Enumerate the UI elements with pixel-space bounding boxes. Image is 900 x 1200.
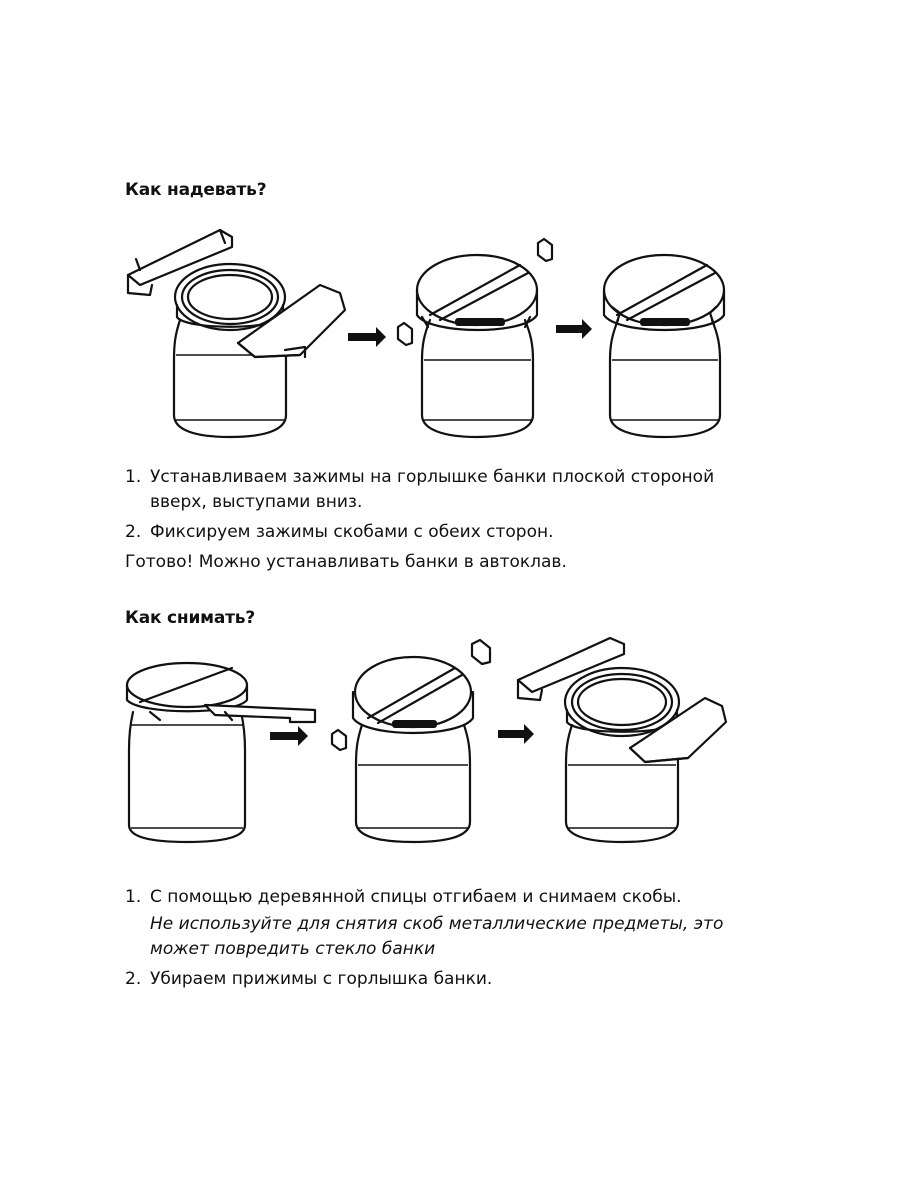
jar-open-clamps-icon <box>516 636 728 844</box>
list-item: 1. Устанавливаем зажимы на горлышке банк… <box>125 465 765 515</box>
arrow-right-icon <box>270 726 308 746</box>
staple-clip-icon <box>470 638 492 666</box>
staple-clip-icon <box>396 321 414 347</box>
step-text: Фиксируем зажимы скобами с обеих сторон. <box>150 522 554 542</box>
put-on-steps: 1. Устанавливаем зажимы на горлышке банк… <box>125 465 765 575</box>
step-text: Устанавливаем зажимы на горлышке банки п… <box>150 467 715 512</box>
put-on-illustration <box>126 228 726 439</box>
list-item: 1. С помощью деревянной спицы отгибаем и… <box>125 885 765 962</box>
arrow-right-icon <box>348 327 386 347</box>
step-number: 2. <box>125 969 142 989</box>
jar-open-clamps-icon <box>126 228 347 439</box>
step-text: С помощью деревянной спицы отгибаем и сн… <box>150 887 682 907</box>
final-note: Готово! Можно устанавливать банки в авто… <box>125 552 567 572</box>
step-text: Убираем прижимы с горлышка банки. <box>150 969 493 989</box>
heading-take-off: Как снимать? <box>125 608 255 628</box>
warning-note: Не используйте для снятия скоб металличе… <box>150 914 724 959</box>
take-off-illustration <box>125 636 728 844</box>
list-item: 2. Убираем прижимы с горлышка банки. <box>125 967 765 992</box>
staple-clip-icon <box>536 237 554 263</box>
list-item: 2. Фиксируем зажимы скобами с обеих стор… <box>125 520 765 545</box>
take-off-steps: 1. С помощью деревянной спицы отгибаем и… <box>125 885 765 997</box>
step-number: 1. <box>125 887 142 907</box>
step-number: 2. <box>125 522 142 542</box>
arrow-right-icon <box>498 724 534 744</box>
heading-put-on: Как надевать? <box>125 180 267 200</box>
staple-clip-icon <box>330 728 348 752</box>
jar-with-stick-icon <box>125 661 317 844</box>
jar-clamped-icon <box>351 655 475 844</box>
step-number: 1. <box>125 467 142 487</box>
arrow-right-icon <box>556 319 592 339</box>
jar-clamped-icon <box>602 253 726 439</box>
jar-clamped-icon <box>415 253 539 439</box>
